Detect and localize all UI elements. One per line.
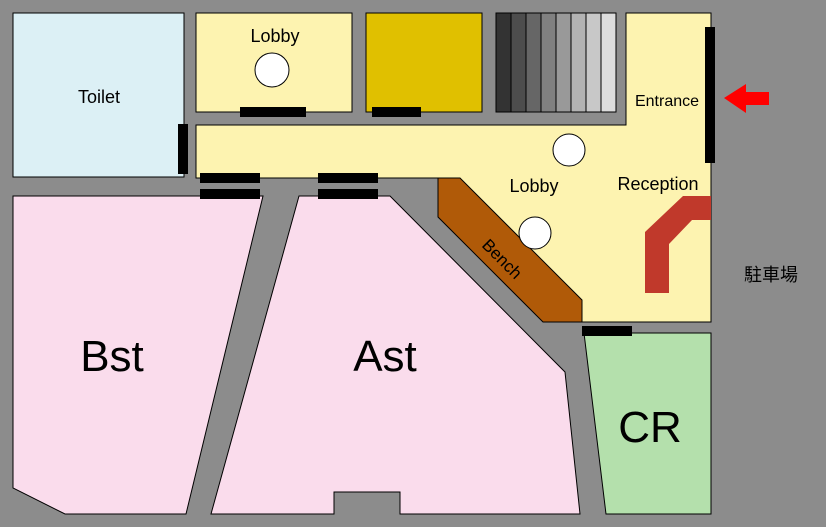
door-lobby-top	[240, 107, 306, 117]
door-toilet	[178, 124, 188, 174]
arrow-left-icon	[724, 84, 769, 113]
door-entrance	[705, 27, 715, 163]
label-lobby-main: Lobby	[509, 176, 558, 196]
label-entrance: Entrance	[635, 93, 699, 110]
label-ast: Ast	[353, 332, 417, 381]
door-ast-upper	[318, 173, 378, 183]
pillar-icon	[552, 133, 586, 167]
bench	[437, 177, 583, 323]
room-ast	[210, 195, 581, 515]
stair-step	[600, 12, 617, 113]
stair-step	[570, 12, 587, 113]
door-bst-upper	[200, 173, 260, 183]
pillar-icon	[254, 52, 290, 88]
label-cr: CR	[618, 403, 682, 452]
label-toilet: Toilet	[78, 87, 120, 107]
label-parking: 駐車場	[744, 265, 798, 285]
stair-step	[585, 12, 602, 113]
storage-room	[365, 12, 483, 113]
stair-step	[540, 12, 557, 113]
stair-step	[555, 12, 572, 113]
reception-counter	[645, 196, 711, 293]
door-bst-lower	[200, 189, 260, 199]
pillar-icon	[518, 216, 552, 250]
door-ast-lower	[318, 189, 378, 199]
stair-step	[525, 12, 542, 113]
label-reception: Reception	[617, 174, 698, 194]
stair-step	[495, 12, 512, 113]
room-cr	[583, 332, 712, 515]
door-cr	[582, 326, 632, 336]
door-storage	[372, 107, 421, 117]
staircase	[495, 12, 617, 113]
stair-step	[510, 12, 527, 113]
label-bst: Bst	[80, 332, 144, 381]
toilet-room	[12, 12, 185, 178]
label-lobby-top: Lobby	[250, 26, 299, 46]
